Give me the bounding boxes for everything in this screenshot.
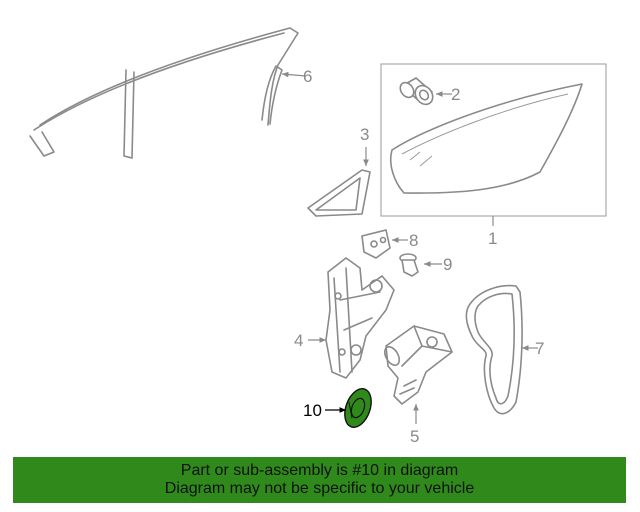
bracket: 8	[361, 229, 418, 259]
callout-3: 3	[360, 125, 369, 144]
quarter-glass: 3	[307, 125, 371, 217]
banner-line-2: Diagram may not be specific to your vehi…	[164, 480, 475, 497]
window-regulator: 4	[294, 257, 395, 379]
callout-2: 2	[451, 85, 460, 104]
callout-6: 6	[303, 67, 312, 86]
callout-1: 1	[488, 229, 497, 248]
highlighted-seal-part-10: 10	[303, 388, 372, 428]
glass-bushing: 2	[399, 77, 460, 106]
door-frame-weatherstrip: 6	[29, 27, 312, 159]
callout-4: 4	[294, 331, 303, 350]
callout-5: 5	[410, 427, 419, 446]
info-banner: Part or sub-assembly is #10 in diagram D…	[13, 457, 626, 503]
callout-7: 7	[535, 339, 544, 358]
callout-10: 10	[303, 401, 322, 420]
window-motor: 5	[383, 325, 453, 446]
door-glass: 1	[389, 83, 583, 248]
push-clip: 9	[399, 253, 452, 277]
banner-line-1: Part or sub-assembly is #10 in diagram	[180, 462, 459, 479]
callout-8: 8	[409, 231, 418, 250]
callout-9: 9	[443, 255, 452, 274]
glass-run-seal: 7	[465, 284, 544, 415]
